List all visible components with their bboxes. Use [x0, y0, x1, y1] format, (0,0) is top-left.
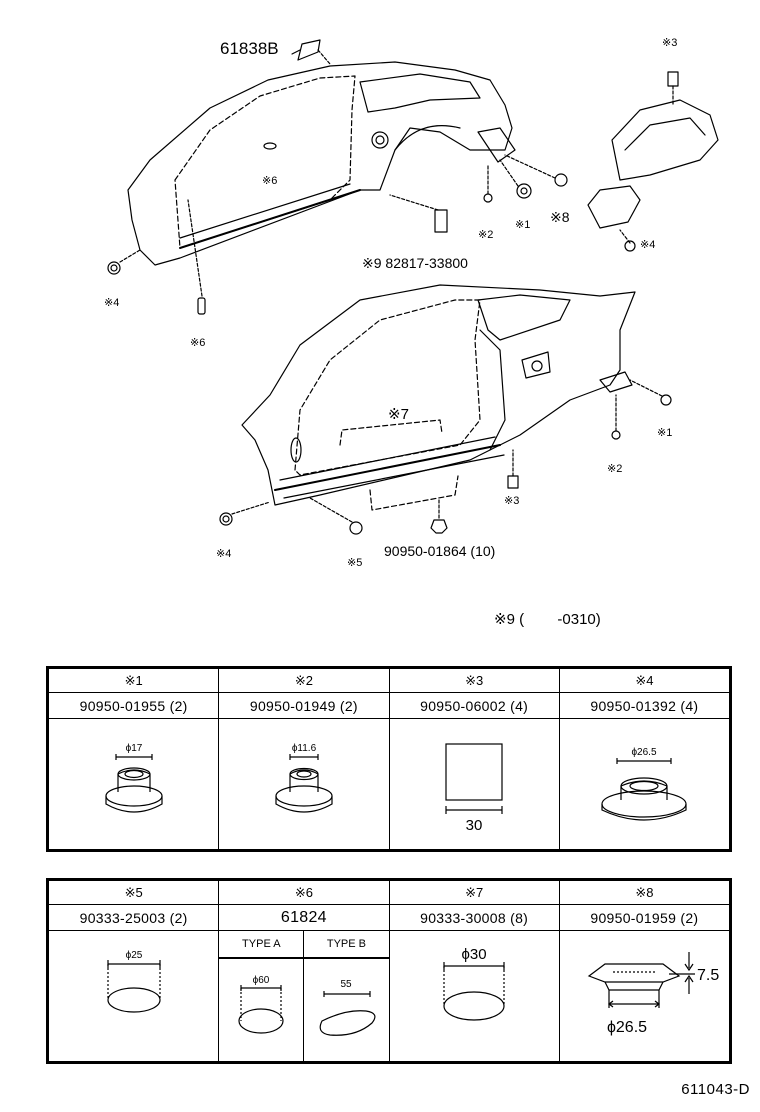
table1-illustration-3: 30	[388, 718, 560, 850]
callout-n8-top: ※8	[550, 209, 570, 225]
type-b-cell: 55	[304, 959, 388, 1061]
figure-code: 611043-D	[681, 1081, 750, 1098]
type-a-cell: ϕ60	[219, 959, 305, 1061]
plug-30-drawing: ϕ30	[443, 946, 505, 1021]
upper-side-panel	[127, 39, 516, 266]
callout-n2-top: ※2	[478, 229, 494, 241]
callout-n1-top: ※1	[515, 219, 531, 231]
note-n9-range: ※9 ( -0310)	[494, 611, 601, 628]
type-header-row: TYPE A TYPE B	[219, 931, 389, 959]
table2-illustration-4: 7.5 ϕ26.5	[558, 930, 731, 1062]
type-b-label: TYPE B	[326, 938, 366, 950]
table2-illustration-1: ϕ25	[47, 930, 220, 1062]
type-drawing-row: ϕ60 55	[219, 959, 388, 1061]
table2-header-4: ※8	[558, 880, 731, 905]
table1-header-2: ※2	[218, 668, 390, 693]
callout-n5-bottom: ※5	[347, 557, 363, 569]
table1-dim-1: ϕ17	[125, 743, 142, 754]
table2-illustration-2: TYPE A TYPE B ϕ60	[218, 930, 390, 1062]
table1-dim-2: ϕ11.6	[292, 743, 317, 754]
table2-dim-4: ϕ30	[462, 946, 487, 963]
callout-n3-top: ※3	[662, 37, 678, 49]
table1-dim-4: ϕ26.5	[632, 747, 658, 758]
table1-header-4: ※4	[558, 668, 731, 693]
type-b-drawing: 55	[320, 979, 376, 1036]
callout-bolt-part: 90950-01864 (10)	[384, 543, 496, 559]
type-split: TYPE A TYPE B ϕ60	[219, 931, 389, 1061]
callout-n9-part: ※9 82817-33800	[362, 255, 468, 271]
table2-part-4: 90950-01959 (2)	[558, 904, 731, 931]
type-a-drawing: ϕ60	[238, 975, 284, 1034]
callout-n1-bottom: ※1	[657, 427, 673, 439]
grommet-17-drawing: ϕ17	[105, 743, 163, 813]
table1-part-1: 90950-01955 (2)	[47, 692, 220, 719]
diagram-drawing	[107, 39, 719, 535]
table1-part-4: 90950-01392 (4)	[558, 692, 731, 719]
table2-dim-3: 55	[341, 979, 353, 990]
table1-header-1: ※1	[47, 668, 220, 693]
top-fasteners	[107, 154, 568, 315]
callout-61838b: 61838B	[220, 39, 279, 58]
table1-part-2: 90950-01949 (2)	[218, 692, 390, 719]
table1-illustration-2: ϕ11.6	[218, 718, 390, 850]
table2-dim-2: ϕ60	[253, 975, 270, 986]
grommet-11-6-drawing: ϕ11.6	[275, 743, 333, 813]
table2-header-3: ※7	[388, 880, 560, 905]
body-side-diagram: 61838B ※6 ※6 ※4 ※2 ※1 ※8 ※3 ※4 ※9 82817-…	[104, 37, 719, 628]
table2-dim-5: 7.5	[697, 967, 719, 984]
table1-header-3: ※3	[388, 668, 560, 693]
callout-n6-top: ※6	[262, 175, 278, 187]
table1-dim-3: 30	[466, 817, 483, 834]
table2-dim-1: ϕ25	[125, 950, 142, 961]
table2-header-2: ※6	[218, 880, 390, 905]
callout-n6-bottom: ※6	[190, 337, 206, 349]
plug-25-drawing: ϕ25	[107, 950, 161, 1013]
callout-n4-right: ※4	[640, 239, 656, 251]
table1-part-3: 90950-06002 (4)	[388, 692, 560, 719]
callout-n3-bottom: ※3	[504, 495, 520, 507]
square-patch-drawing: 30	[445, 743, 503, 834]
wheelhouse-parts	[587, 71, 719, 252]
grommet-26-5-drawing: ϕ26.5	[601, 747, 687, 821]
table2-part-1: 90333-25003 (2)	[47, 904, 220, 931]
table2-dim-6: ϕ26.5	[607, 1019, 647, 1036]
table2-illustration-3: ϕ30	[388, 930, 560, 1062]
callout-n7: ※7	[388, 406, 409, 423]
table2-header-1: ※5	[47, 880, 220, 905]
type-a-label: TYPE A	[219, 931, 305, 957]
parts-table-2: ※5 ※6 ※7 ※8 90333-25003 (2) 61824 90333-…	[46, 878, 732, 1064]
parts-table-1: ※1 ※2 ※3 ※4 90950-01955 (2) 90950-01949 …	[46, 666, 732, 852]
callout-n2-bottom: ※2	[607, 463, 623, 475]
table2-part-3: 90333-30008 (8)	[388, 904, 560, 931]
table1-illustration-1: ϕ17	[47, 718, 220, 850]
plug-26-5-drawing: 7.5 ϕ26.5	[588, 952, 719, 1036]
bottom-fasteners	[219, 379, 672, 535]
callout-n4-bottom: ※4	[216, 548, 232, 560]
callout-n4-left: ※4	[104, 297, 120, 309]
table2-part-2: 61824	[218, 904, 390, 931]
lower-side-panel	[241, 284, 636, 511]
table1-illustration-4: ϕ26.5	[558, 718, 731, 850]
